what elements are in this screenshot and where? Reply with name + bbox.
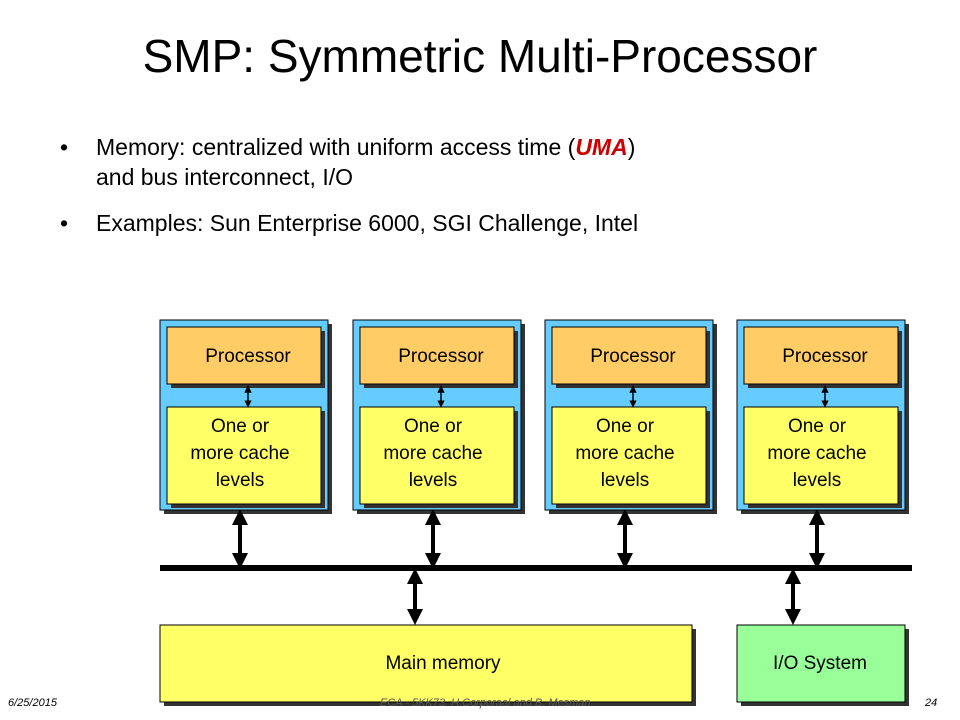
cache-label-line: levels [601, 470, 650, 491]
io-system-box-body [736, 624, 906, 703]
processor-box-body [743, 326, 899, 385]
cache-box: One or more cache levels [359, 406, 518, 508]
system-bus [160, 565, 912, 571]
bullet-examples: • Examples: Sun Enterprise 6000, SGI Cha… [60, 208, 900, 238]
cache-box-body [359, 406, 515, 505]
cache-box-body [551, 406, 707, 505]
main-memory-label: Main memory [385, 653, 501, 674]
cache-label-line: One or [404, 416, 463, 437]
processor-label: Processor [590, 346, 676, 367]
processor-box-body [359, 326, 515, 385]
footer-date: 6/25/2015 [8, 697, 57, 709]
processor-box: Processor [359, 326, 518, 388]
io-system-label: I/O System [773, 653, 867, 674]
bullet-memory-text-b: ) [627, 134, 636, 160]
io-system-box: I/O System [736, 624, 909, 706]
cache-label-line: levels [216, 470, 265, 491]
cache-label-line: levels [409, 470, 458, 491]
processor-box: Processor [743, 326, 902, 388]
bullet-memory-text-a: Memory: centralized with uniform access … [96, 134, 576, 160]
cache-label-line: levels [793, 470, 842, 491]
processor-label: Processor [398, 346, 484, 367]
cache-box: One or more cache levels [166, 406, 325, 508]
uma-emphasis: UMA [575, 134, 628, 160]
bullet-examples-text: Examples: Sun Enterprise 6000, SGI Chall… [96, 210, 639, 236]
processor-box-body [551, 326, 707, 385]
footer-course: ECA - 5KK73. H.Corporaal and B. Mesman [380, 697, 591, 709]
cache-box: One or more cache levels [743, 406, 902, 508]
cache-label-line: more cache [383, 443, 482, 464]
cache-box-body [743, 406, 899, 505]
cache-label-line: more cache [575, 443, 674, 464]
cache-box-body [166, 406, 322, 505]
processor-box-body [166, 326, 322, 385]
processor-box: Processor [166, 326, 325, 388]
cache-label-line: One or [211, 416, 270, 437]
processor-box: Processor [551, 326, 710, 388]
slide-title: SMP: Symmetric Multi-Processor [142, 30, 818, 82]
bullet-memory-text-c: and bus interconnect, I/O [96, 164, 353, 190]
cache-label-line: One or [596, 416, 655, 437]
cache-box: One or more cache levels [551, 406, 710, 508]
main-memory-box: Main memory [159, 624, 696, 706]
bullet-dot: • [60, 134, 69, 160]
cache-label-line: One or [788, 416, 847, 437]
processor-label: Processor [205, 346, 291, 367]
cache-label-line: more cache [767, 443, 866, 464]
processor-label: Processor [782, 346, 868, 367]
footer-page-number: 24 [925, 697, 938, 709]
cache-label-line: more cache [190, 443, 289, 464]
bullet-memory: • Memory: centralized with uniform acces… [60, 132, 900, 192]
bullet-dot: • [60, 210, 69, 236]
bullet-list: • Memory: centralized with uniform acces… [60, 132, 900, 254]
main-memory-box-body [159, 624, 693, 703]
